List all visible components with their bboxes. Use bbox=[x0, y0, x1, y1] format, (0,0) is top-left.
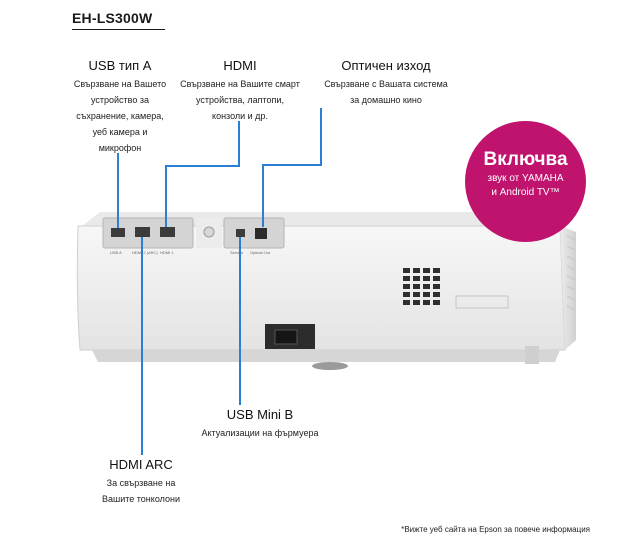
hdmi-desc-1: Свързване на Вашите смарт bbox=[180, 79, 300, 89]
hdmi-desc-3: конзоли и др. bbox=[212, 111, 268, 121]
usb-mini-title: USB Mini B bbox=[226, 407, 294, 422]
hdmi-desc-2: устройства, лаптопи, bbox=[196, 95, 284, 105]
hdmi-arc-desc-2: Вашите тонколони bbox=[102, 494, 180, 504]
badge-line-1: звук от YAMAHA bbox=[487, 173, 564, 184]
side-vents bbox=[566, 235, 576, 311]
usb-a-desc-1: Свързване на Вашето bbox=[73, 79, 167, 89]
port-caption-service: Service bbox=[230, 250, 244, 255]
projector-foot bbox=[312, 362, 348, 370]
usb-a-label: USB тип A Свързване на Вашето устройство… bbox=[60, 58, 180, 156]
port-caption-hdmi2: HDMI 2 (ARC) bbox=[132, 250, 158, 255]
optical-cable-segment-1 bbox=[320, 108, 322, 166]
usb-mini-port bbox=[236, 229, 245, 237]
optical-desc-1: Свързване с Вашата система bbox=[324, 79, 448, 89]
hdmi-cable-segment-2 bbox=[165, 165, 240, 167]
optical-title: Оптичен изход bbox=[341, 58, 431, 73]
hdmi-arc-title: HDMI ARC bbox=[109, 457, 173, 472]
projector-side bbox=[560, 226, 576, 350]
port-caption-usb-a: USB A bbox=[110, 250, 122, 255]
badge-line-2: и Android TV™ bbox=[491, 187, 560, 198]
usb-a-desc-4: уеб камера и bbox=[92, 127, 148, 137]
optical-cable-segment-3 bbox=[262, 164, 264, 227]
usb-mini-label: USB Mini B Актуализации на фърмуера bbox=[190, 407, 330, 441]
hdmi-cable-segment-1 bbox=[238, 121, 240, 166]
hdmi-arc-cable bbox=[141, 237, 143, 455]
usb-a-title: USB тип A bbox=[88, 58, 152, 73]
port-caption-hdmi1: HDMI 1 bbox=[160, 250, 174, 255]
usb-a-desc-5: микрофон bbox=[98, 143, 142, 153]
title-underline bbox=[72, 29, 165, 30]
feature-badge: Включва звук от YAMAHA и Android TV™ bbox=[465, 121, 586, 242]
hdmi-arc-label: HDMI ARC За свързване на Вашите тонколон… bbox=[86, 457, 196, 507]
badge-title: Включва bbox=[483, 149, 568, 170]
footer-note: *Вижте уеб сайта на Epson за повече инфо… bbox=[401, 525, 590, 534]
label-plate bbox=[455, 295, 509, 309]
usb-a-desc-2: устройство за bbox=[91, 95, 149, 105]
usb-a-cable bbox=[117, 153, 119, 228]
optical-cable-segment-2 bbox=[262, 164, 322, 166]
optical-port bbox=[255, 228, 267, 239]
port-caption-optical: Optical Out bbox=[250, 250, 271, 255]
hdmi-label: HDMI Свързване на Вашите смарт устройств… bbox=[170, 58, 310, 124]
usb-mini-desc-1: Актуализации на фърмуера bbox=[201, 428, 319, 438]
hdmi1-port bbox=[160, 227, 175, 237]
hdmi-arc-desc-1: За свързване на bbox=[106, 478, 176, 488]
usb-mini-cable bbox=[239, 237, 241, 405]
usb-a-port bbox=[111, 228, 125, 237]
vent-grille bbox=[403, 268, 440, 305]
hdmi-cable-segment-3 bbox=[165, 165, 167, 227]
port-panel-right bbox=[223, 217, 285, 249]
model-title: EH-LS300W bbox=[72, 10, 153, 26]
projector-base bbox=[92, 350, 560, 362]
usb-a-desc-3: съхранение, камера, bbox=[76, 111, 164, 121]
optical-label: Оптичен изход Свързване с Вашата система… bbox=[316, 58, 456, 108]
hdmi-title: HDMI bbox=[223, 58, 257, 73]
power-socket-inner bbox=[274, 329, 298, 345]
screw bbox=[203, 226, 215, 238]
hdmi2-port bbox=[135, 227, 150, 237]
optical-desc-2: за домашно кино bbox=[350, 95, 422, 105]
projector-foot-right bbox=[525, 346, 539, 364]
